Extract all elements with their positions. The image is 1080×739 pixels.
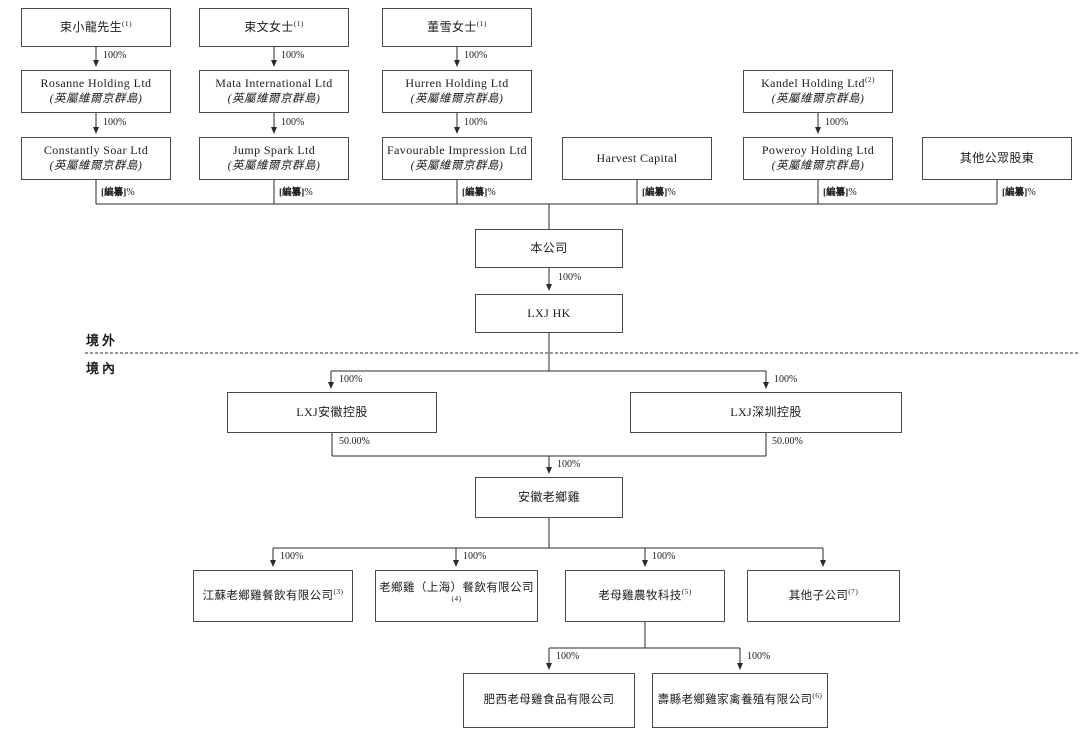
pct-label: 100%: [464, 117, 488, 128]
pct-label: 50.00%: [339, 436, 370, 447]
node-jurisdiction: (英屬維爾京群島): [771, 159, 865, 172]
node-label: Constantly Soar Ltd: [43, 143, 149, 158]
node-dong-xue: 董雪女士(1): [382, 8, 532, 47]
node-lxj-hk: LXJ HK: [475, 294, 623, 333]
pct-label: 100%: [281, 50, 305, 61]
pct-label: 100%: [280, 551, 304, 562]
node-jurisdiction: (英屬維爾京群島): [227, 92, 321, 105]
redacted-pct-label: [編纂]%: [279, 187, 313, 198]
pct-label: 100%: [774, 374, 798, 385]
node-jurisdiction: (英屬維爾京群島): [410, 92, 504, 105]
node-constantly-soar: Constantly Soar Ltd (英屬維爾京群島): [21, 137, 171, 180]
region-label-onshore: 境內: [86, 361, 119, 376]
pct-label: 100%: [339, 374, 363, 385]
node-label: LXJ深圳控股: [730, 404, 802, 419]
node-label: LXJ HK: [527, 305, 571, 320]
node-label: 老母雞農牧科技(5): [598, 586, 692, 602]
node-favourable-impression: Favourable Impression Ltd (英屬維爾京群島): [382, 137, 532, 180]
pct-label: 100%: [652, 551, 676, 562]
footnote-sup: (3): [333, 586, 344, 596]
node-label: Kandel Holding Ltd(2): [761, 75, 875, 91]
node-jurisdiction: (英屬維爾京群島): [227, 159, 321, 172]
node-the-company: 本公司: [475, 229, 623, 268]
node-jurisdiction: (英屬維爾京群島): [771, 92, 865, 105]
node-label: 肥西老母雞食品有限公司: [483, 694, 615, 707]
redacted-pct-label: [編纂]%: [1002, 187, 1036, 198]
node-label: Harvest Capital: [596, 150, 678, 165]
node-label: 江蘇老鄉雞餐飲有限公司(3): [202, 586, 344, 602]
redacted-pct-label: [編纂]%: [823, 187, 857, 198]
pct-label: 100%: [825, 117, 849, 128]
node-shu-wen: 束文女士(1): [199, 8, 349, 47]
pct-label: 100%: [281, 117, 305, 128]
node-label: Jump Spark Ltd: [232, 143, 316, 158]
pct-label: 100%: [558, 272, 582, 283]
node-label: Rosanne Holding Ltd: [40, 76, 152, 91]
footnote-sup: (5): [681, 586, 692, 596]
footnote-sup: (7): [848, 586, 859, 596]
pct-label: 100%: [103, 50, 127, 61]
node-label: 束文女士(1): [244, 18, 304, 34]
node-other-subsidiaries: 其他子公司(7): [747, 570, 900, 622]
node-jurisdiction: (英屬維爾京群島): [410, 159, 504, 172]
node-jurisdiction: (英屬維爾京群島): [49, 159, 143, 172]
node-label: 安徽老鄉雞: [517, 489, 580, 504]
footnote-sup: (1): [476, 18, 487, 28]
pct-label: 100%: [103, 117, 127, 128]
node-anhui-laoxiangji: 安徽老鄉雞: [475, 477, 623, 518]
node-label: LXJ安徽控股: [296, 404, 368, 419]
node-poweroy-holding: Poweroy Holding Ltd (英屬維爾京群島): [743, 137, 893, 180]
node-other-public-shareholders: 其他公眾股東: [922, 137, 1072, 180]
redacted-pct-label: [編纂]%: [642, 187, 676, 198]
node-kandel-holding: Kandel Holding Ltd(2) (英屬維爾京群島): [743, 70, 893, 113]
pct-label: 100%: [463, 551, 487, 562]
node-jump-spark: Jump Spark Ltd (英屬維爾京群島): [199, 137, 349, 180]
footnote-sup: (1): [293, 18, 304, 28]
node-label: 束小龍先生(1): [60, 18, 132, 34]
pct-label: 50.00%: [772, 436, 803, 447]
footnote-sup: (1): [122, 18, 132, 28]
node-label: 本公司: [530, 240, 568, 255]
node-laoxiangji-shanghai-catering: 老鄉雞（上海）餐飲有限公司(4): [375, 570, 538, 622]
footnote-sup: (2): [864, 75, 875, 85]
pct-label: 100%: [747, 651, 771, 662]
node-label: Mata International Ltd: [215, 76, 333, 91]
node-lxj-anhui-holding: LXJ安徽控股: [227, 392, 437, 433]
pct-label: 100%: [556, 651, 580, 662]
node-lxj-shenzhen-holding: LXJ深圳控股: [630, 392, 902, 433]
node-label: 其他子公司(7): [788, 586, 859, 602]
node-laomuji-agri-tech: 老母雞農牧科技(5): [565, 570, 725, 622]
node-label: 其他公眾股東: [959, 150, 1035, 165]
node-label: Poweroy Holding Ltd: [761, 143, 875, 158]
footnote-sup: (6): [812, 691, 823, 701]
node-shouxian-laoxiangji-poultry: 壽縣老鄉雞家禽養殖有限公司(6): [652, 673, 828, 728]
pct-label: 100%: [557, 459, 581, 470]
redacted-pct-label: [編纂]%: [462, 187, 496, 198]
node-jiangsu-laoxiangji-catering: 江蘇老鄉雞餐飲有限公司(3): [193, 570, 353, 622]
pct-label: 100%: [464, 50, 488, 61]
node-shu-xiaolong: 束小龍先生(1): [21, 8, 171, 47]
node-label: Hurren Holding Ltd: [405, 76, 509, 91]
node-label: 壽縣老鄉雞家禽養殖有限公司(6): [657, 691, 823, 707]
redacted-pct-label: [編纂]%: [101, 187, 135, 198]
node-rosanne-holding: Rosanne Holding Ltd (英屬維爾京群島): [21, 70, 171, 113]
node-harvest-capital: Harvest Capital: [562, 137, 712, 180]
region-label-offshore: 境外: [86, 333, 119, 348]
node-hurren-holding: Hurren Holding Ltd (英屬維爾京群島): [382, 70, 532, 113]
footnote-sup: (4): [451, 594, 462, 604]
node-feixi-laomuji-food: 肥西老母雞食品有限公司: [463, 673, 635, 728]
node-label: Favourable Impression Ltd: [387, 143, 527, 158]
node-jurisdiction: (英屬維爾京群島): [49, 92, 143, 105]
node-mata-international: Mata International Ltd (英屬維爾京群島): [199, 70, 349, 113]
node-label: 董雪女士(1): [427, 18, 487, 34]
node-label: 老鄉雞（上海）餐飲有限公司(4): [379, 582, 534, 604]
